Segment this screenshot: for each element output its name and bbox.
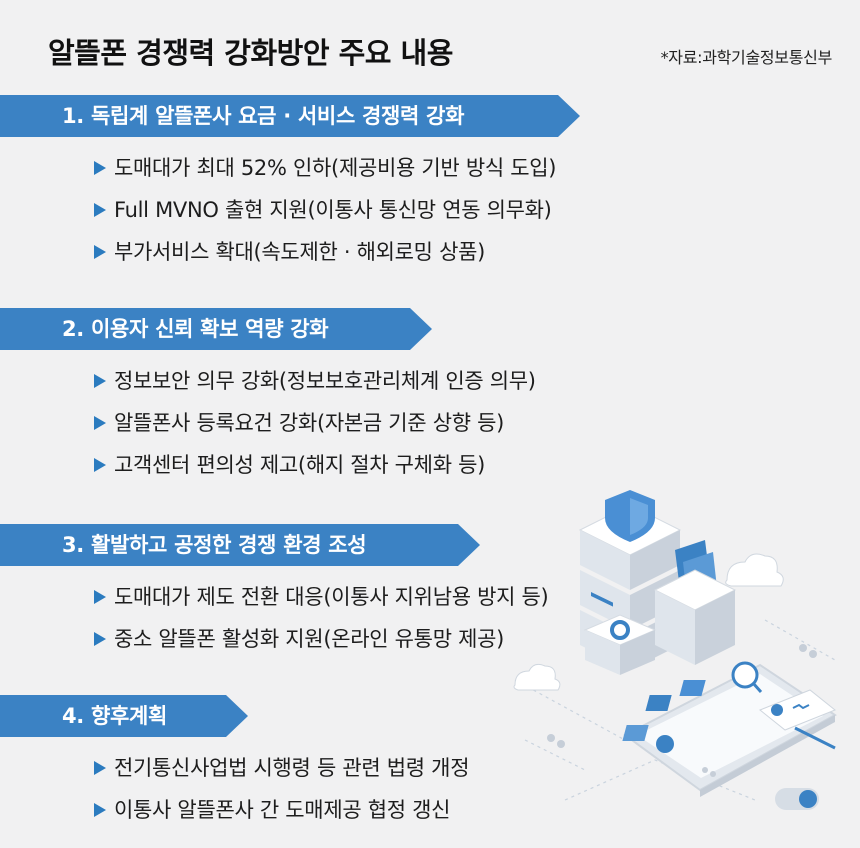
triangle-bullet-icon xyxy=(94,803,106,817)
triangle-bullet-icon xyxy=(94,203,106,217)
gear-icon xyxy=(583,614,657,675)
section-3-heading: 3. 활발하고 공정한 경쟁 환경 조성 xyxy=(0,524,480,566)
tech-illustration xyxy=(513,490,837,810)
list-item-text: 이통사 알뜰폰사 간 도매제공 협정 갱신 xyxy=(114,798,451,822)
list-item: 정보보안 의무 강화(정보보호관리체계 인증 의무) xyxy=(0,360,860,402)
list-item-text: 부가서비스 확대(속도제한 · 해외로밍 상품) xyxy=(114,240,486,264)
list-item-text: 알뜰폰사 등록요건 강화(자본금 기준 상향 등) xyxy=(114,411,505,435)
server-icon xyxy=(653,569,737,665)
list-item-text: 도매대가 제도 전환 대응(이통사 지위남용 방지 등) xyxy=(114,585,549,609)
triangle-bullet-icon xyxy=(94,416,106,430)
list-item: 부가서비스 확대(속도제한 · 해외로밍 상품) xyxy=(0,231,860,273)
triangle-bullet-icon xyxy=(94,761,106,775)
list-item: 알뜰폰사 등록요건 강화(자본금 기준 상향 등) xyxy=(0,402,860,444)
section-4-heading: 4. 향후계획 xyxy=(0,695,248,737)
list-item-text: 중소 알뜰폰 활성화 지원(온라인 유통망 제공) xyxy=(114,627,505,651)
list-item: 중소 알뜰폰 활성화 지원(온라인 유통망 제공) xyxy=(0,618,860,660)
list-item: 도매대가 최대 52% 인하(제공비용 기반 방식 도입) xyxy=(0,147,860,189)
toggle-icon xyxy=(775,788,819,810)
list-item-text: 고객센터 편의성 제고(해지 절차 구체화 등) xyxy=(114,453,486,477)
smartphone-icon xyxy=(622,663,837,797)
list-item: Full MVNO 출현 지원(이통사 통신망 연동 의무화) xyxy=(0,189,860,231)
user-icon xyxy=(759,689,836,750)
section-1-heading: 1. 독립계 알뜰폰사 요금 · 서비스 경쟁력 강화 xyxy=(0,95,580,137)
page-title: 알뜰폰 경쟁력 강화방안 주요 내용 xyxy=(48,36,453,70)
cloud-icon xyxy=(513,553,784,691)
triangle-bullet-icon xyxy=(94,161,106,175)
triangle-bullet-icon xyxy=(94,590,106,604)
list-item: 도매대가 제도 전환 대응(이통사 지위남용 방지 등) xyxy=(0,576,860,618)
list-item: 전기통신사업법 시행령 등 관련 법령 개정 xyxy=(0,747,860,789)
triangle-bullet-icon xyxy=(94,632,106,646)
shield-icon xyxy=(605,490,655,542)
list-item-text: 정보보안 의무 강화(정보보호관리체계 인증 의무) xyxy=(114,369,536,393)
section-2-heading: 2. 이용자 신뢰 확보 역량 강화 xyxy=(0,308,432,350)
section-4: 4. 향후계획 전기통신사업법 시행령 등 관련 법령 개정 이통사 알뜰폰사 … xyxy=(0,695,860,831)
triangle-bullet-icon xyxy=(94,374,106,388)
triangle-bullet-icon xyxy=(94,458,106,472)
source-note: *자료:과학기술정보통신부 xyxy=(660,48,833,67)
section-1: 1. 독립계 알뜰폰사 요금 · 서비스 경쟁력 강화 도매대가 최대 52% … xyxy=(0,95,860,273)
section-3: 3. 활발하고 공정한 경쟁 환경 조성 도매대가 제도 전환 대응(이통사 지… xyxy=(0,524,860,660)
triangle-bullet-icon xyxy=(94,245,106,259)
list-item-text: Full MVNO 출현 지원(이통사 통신망 연동 의무화) xyxy=(114,198,552,222)
search-icon xyxy=(731,661,763,693)
list-item: 고객센터 편의성 제고(해지 절차 구체화 등) xyxy=(0,444,860,486)
list-item: 이통사 알뜰폰사 간 도매제공 협정 갱신 xyxy=(0,789,860,831)
list-item-text: 전기통신사업법 시행령 등 관련 법령 개정 xyxy=(114,756,470,780)
list-item-text: 도매대가 최대 52% 인하(제공비용 기반 방식 도입) xyxy=(114,156,557,180)
section-2: 2. 이용자 신뢰 확보 역량 강화 정보보안 의무 강화(정보보호관리체계 인… xyxy=(0,308,860,486)
